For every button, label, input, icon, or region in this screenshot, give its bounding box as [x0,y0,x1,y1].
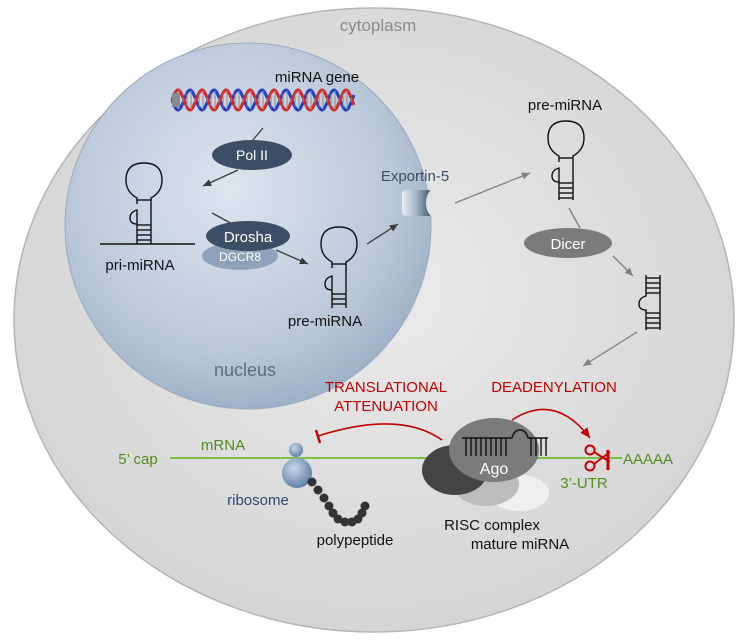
mirna-gene-label: miRNA gene [275,69,359,86]
drosha-label: Drosha [224,229,273,246]
amino-acid-bead [324,501,334,511]
to-cyto-arrow [454,172,531,204]
risc-label: RISC complex [444,517,540,534]
pre-mirna-nucleus-hairpin [320,226,358,308]
dicer-label: Dicer [550,236,585,253]
amino-acid-bead [360,501,370,511]
amino-acid-bead [313,485,323,495]
pol2-enzyme [212,140,292,170]
pol2-label: Pol II [236,147,268,163]
translation-inhibition-arrow [317,423,443,441]
aaaaa-label: AAAAA [623,451,673,468]
pri-mirna-label: pri-miRNA [105,257,174,274]
dna-helix-icon [170,88,356,112]
pre-mirna-nucleus-label: pre-miRNA [288,313,362,330]
ago-protein [449,418,539,482]
amino-acid-bead [307,477,317,487]
amino-acid-bead [319,493,329,503]
drosha-arrow [275,249,309,265]
translational-label-line1: TRANSLATIONAL [325,379,447,396]
mrna-label: mRNA [201,437,245,454]
ribosome-large-subunit [282,458,312,488]
exportin-5-label: Exportin-5 [381,168,449,185]
polypeptide-label: polypeptide [317,532,394,549]
dgcr8-label: DGCR8 [219,250,261,264]
ribosome-label: ribosome [227,492,289,509]
amino-acid-bead [333,514,343,524]
pre-mirna-cyto-label: pre-miRNA [528,97,602,114]
deadenylation-label: DEADENYLATION [491,379,617,396]
dicer-arrow [612,255,634,277]
mirna-duplex [638,275,661,330]
mature-mirna-label: mature miRNA [471,536,569,553]
pri-mirna-hairpin [100,162,195,245]
pol2-arrow [202,169,239,187]
amino-acid-bead [340,517,350,527]
drosha-enzyme [206,221,290,251]
polypeptide-chain [307,477,370,527]
export-arrow [366,223,399,245]
nucleus-label: nucleus [214,360,276,380]
pre-mirna-cyto-hairpin [547,120,585,200]
dicer-enzyme [524,228,612,258]
translational-label-line2: ATTENUATION [334,398,438,415]
exportin-5-pore [402,190,432,216]
bound-mirna [462,429,548,456]
ribosome-small-subunit [289,443,303,457]
amino-acid-bead [357,508,367,518]
amino-acid-bead [328,508,338,518]
three-utr-label: 3’-UTR [560,475,608,492]
cytoplasm-label: cytoplasm [340,16,417,35]
to-risc-arrow [582,331,638,367]
five-cap-label: 5’ cap [118,451,157,468]
deadenylation-arrow [511,408,591,439]
ago-label: Ago [480,461,509,478]
